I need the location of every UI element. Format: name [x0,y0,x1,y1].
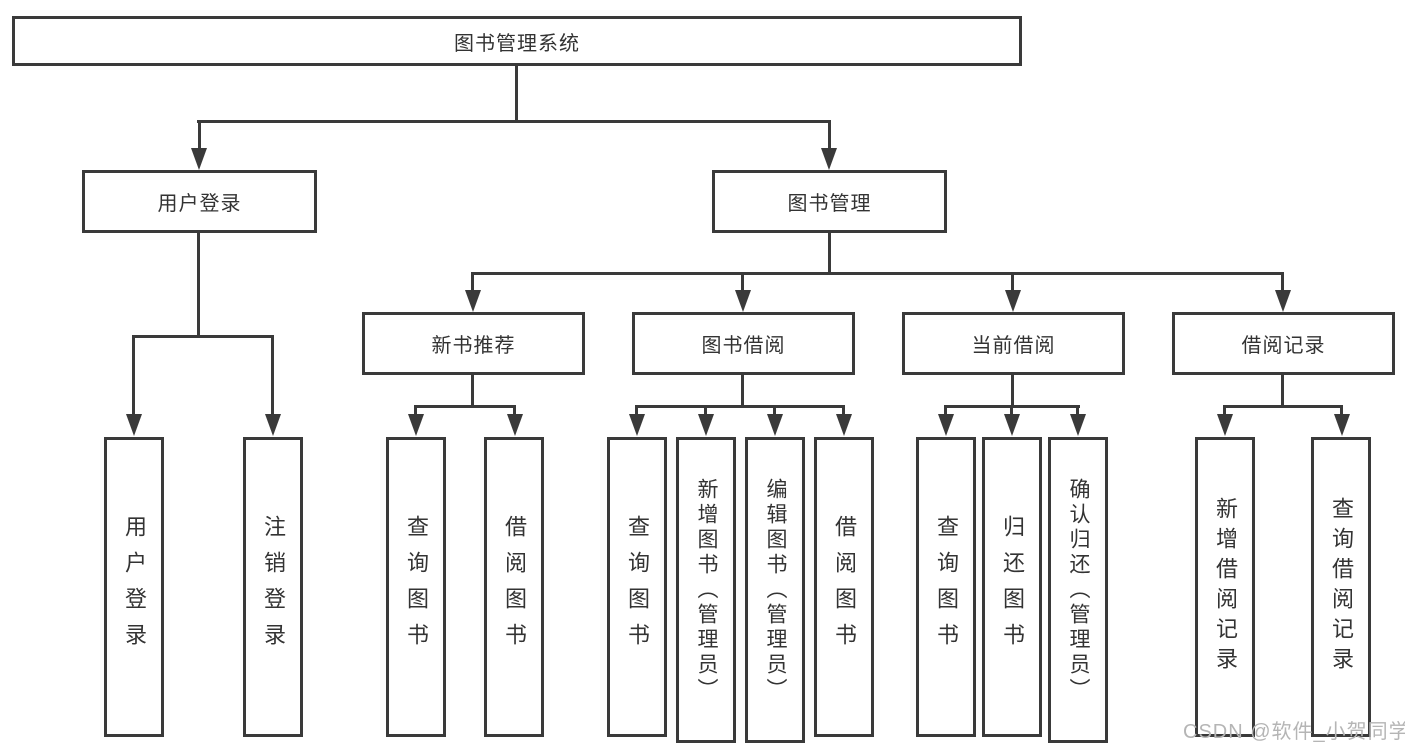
arrow-down-icon [408,414,424,436]
connector-line [741,272,744,290]
node-new-book-recommend: 新书推荐 [362,312,585,375]
arrow-down-icon [836,414,852,436]
connector-line [414,405,417,415]
connector-line [513,405,516,415]
connector-line [944,405,947,415]
arrow-down-icon [821,148,837,170]
connector-line [198,120,201,150]
connector-line [1223,405,1343,408]
leaf-query-borrow-record: 查询借阅记录 [1311,437,1371,737]
connector-line [1281,272,1284,290]
leaf-query-books: 查询图书 [916,437,976,737]
node-user-login: 用户登录 [82,170,317,233]
arrow-down-icon [938,414,954,436]
arrow-down-icon [465,290,481,312]
arrow-down-icon [1004,414,1020,436]
leaf-user-login: 用户登录 [104,437,164,737]
leaf-add-borrow-record: 新增借阅记录 [1195,437,1255,737]
leaf-edit-book-admin: 编辑图书（管理员） [745,437,805,743]
leaf-logout: 注销登录 [243,437,303,737]
connector-line [1011,272,1014,290]
leaf-return-books: 归还图书 [982,437,1042,737]
connector-line [842,405,845,415]
connector-line [132,335,274,338]
connector-line [828,233,831,272]
arrow-down-icon [1334,414,1350,436]
leaf-borrow-books: 借阅图书 [814,437,874,737]
leaf-borrow-books: 借阅图书 [484,437,544,737]
connector-line [197,120,831,123]
connector-line [773,405,776,415]
arrow-down-icon [735,290,751,312]
connector-line [471,272,474,290]
connector-line [1281,375,1284,405]
connector-line [1076,405,1079,415]
connector-line [1011,375,1014,405]
connector-line [132,335,135,415]
arrow-down-icon [767,414,783,436]
arrow-down-icon [1005,290,1021,312]
arrow-down-icon [191,148,207,170]
leaf-query-books: 查询图书 [607,437,667,737]
node-current-borrowing: 当前借阅 [902,312,1125,375]
node-library-management-system: 图书管理系统 [12,16,1022,66]
connector-line [471,375,474,405]
arrow-down-icon [507,414,523,436]
connector-line [471,272,1284,275]
arrow-down-icon [1217,414,1233,436]
connector-line [741,375,744,405]
connector-line [271,335,274,415]
connector-line [1010,405,1013,415]
leaf-confirm-return-admin: 确认归还（管理员） [1048,437,1108,743]
leaf-add-book-admin: 新增图书（管理员） [676,437,736,743]
arrow-down-icon [1275,290,1291,312]
leaf-query-books: 查询图书 [386,437,446,737]
connector-line [414,405,516,408]
connector-line [828,120,831,150]
arrow-down-icon [698,414,714,436]
arrow-down-icon [629,414,645,436]
arrow-down-icon [1070,414,1086,436]
connector-line [635,405,845,408]
node-book-borrowing: 图书借阅 [632,312,855,375]
connector-line [197,233,200,335]
connector-line [635,405,638,415]
node-book-management: 图书管理 [712,170,947,233]
connector-line [1223,405,1226,415]
node-borrowing-records: 借阅记录 [1172,312,1395,375]
csdn-watermark: CSDN @软件_小贺同学 [1183,721,1405,743]
connector-line [1340,405,1343,415]
connector-line [704,405,707,415]
connector-line [515,66,518,120]
arrow-down-icon [126,414,142,436]
arrow-down-icon [265,414,281,436]
